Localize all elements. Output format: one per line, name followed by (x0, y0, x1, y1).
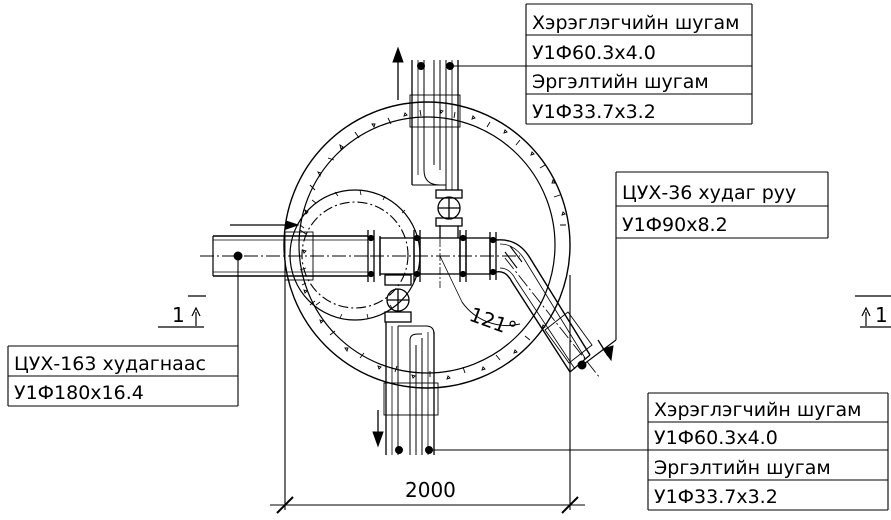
label-box-top (525, 3, 753, 125)
label-box-left (7, 256, 239, 407)
section-mark-right (855, 295, 891, 328)
section-mark-left-text: 1 (172, 303, 185, 327)
right-name: ЦУХ-36 худаг руу (622, 182, 796, 204)
label-box-right (583, 171, 829, 365)
top-hot-spec: У1Ф60.3х4.0 (532, 42, 656, 64)
bot-ret-spec: У1Ф33.7х3.2 (654, 486, 778, 508)
bot-ret-name: Эргэлтийн шугам (654, 457, 831, 479)
section-mark-right-text: 1 (875, 303, 888, 327)
section-mark-left (158, 295, 206, 328)
angle-text: 121° (466, 302, 519, 341)
bot-hot-name: Хэрэглэгчийн шугам (654, 399, 861, 421)
top-ret-spec: У1Ф33.7х3.2 (532, 101, 656, 123)
bot-hot-spec: У1Ф60.3х4.0 (654, 427, 778, 449)
left-name: ЦУХ-163 худагнаас (14, 353, 206, 375)
angle-indicator (439, 255, 521, 327)
left-spec: У1Ф180х16.4 (14, 382, 144, 404)
dimension-line (270, 260, 585, 514)
top-ret-name: Эргэлтийн шугам (532, 71, 709, 93)
chamber-wall (283, 101, 571, 389)
main-fittings (367, 225, 520, 288)
lower-branch (372, 274, 648, 455)
right-spec: У1Ф90х8.2 (622, 214, 728, 236)
upper-branch (392, 46, 526, 190)
outlet-pipe-diagonal (495, 239, 614, 379)
label-box-bottom (647, 392, 889, 511)
top-hot-name: Хэрэглэгчийн шугам (532, 12, 739, 34)
upper-valve (435, 189, 463, 238)
dimension-width-text: 2000 (405, 478, 456, 502)
